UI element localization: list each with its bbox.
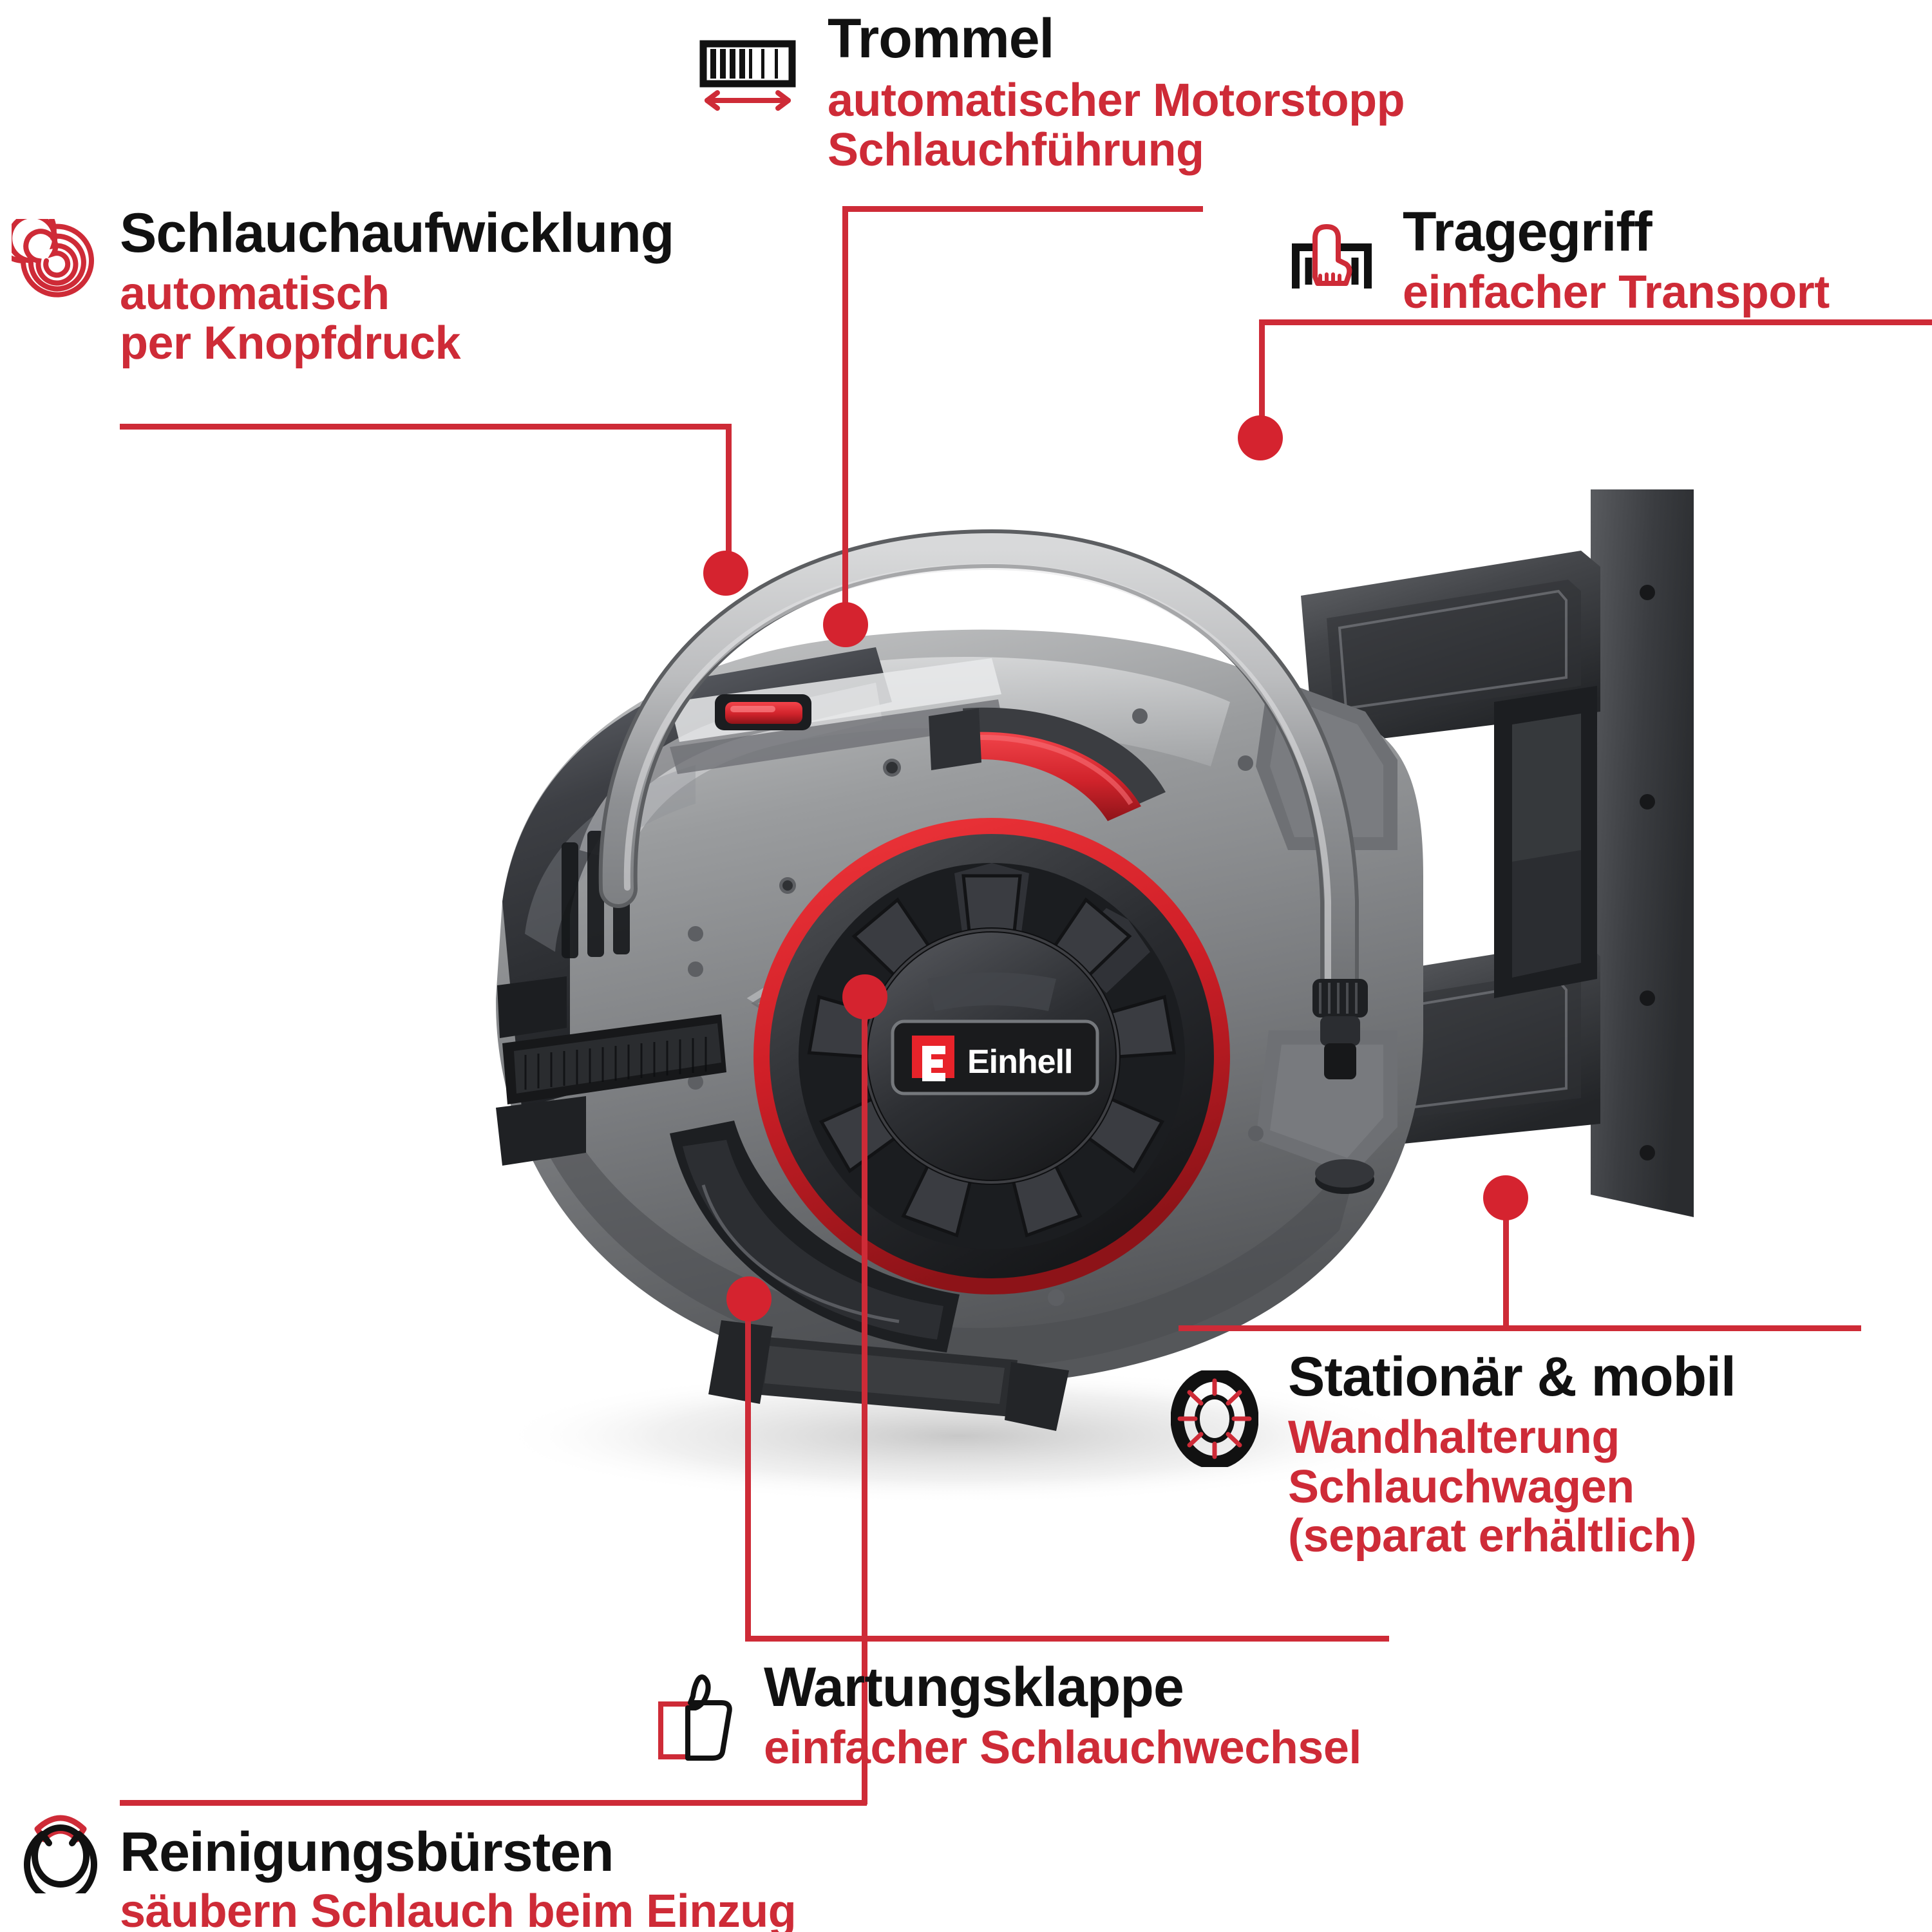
hotspot-dot-schlauchaufwicklung — [703, 551, 748, 596]
callout-trommel: Trommel automatischer Motorstopp Schlauc… — [828, 8, 1405, 176]
hand-grip-icon — [1287, 213, 1377, 293]
callout-sub-line-1-reinigungsbuersten: säubern Schlauch beim Einzug — [120, 1886, 797, 1932]
callout-sub-line-1-trommel: automatischer Motorstopp — [828, 75, 1405, 127]
hose-connector — [1312, 979, 1368, 1079]
spiral-icon — [0, 198, 95, 303]
wall-bracket — [1301, 489, 1694, 1217]
thumbs-up-icon — [650, 1668, 741, 1765]
base-foot — [708, 1320, 1069, 1431]
product-logo-plate: Einhell — [891, 1019, 1099, 1095]
callout-title-schlauchaufwicklung: Schlauchaufwicklung — [120, 202, 674, 264]
hotspot-dot-stationaer — [1483, 1175, 1528, 1220]
brush-ring-icon — [15, 1797, 106, 1904]
svg-text:Einhell: Einhell — [967, 1043, 1072, 1081]
callout-reinigungsbuersten: Reinigungsbürsten säubern Schlauch beim … — [120, 1821, 797, 1932]
callout-sub-line-3-stationaer-mobil: (separat erhältlich) — [1288, 1510, 1697, 1562]
hose — [598, 529, 1359, 1024]
callout-sub-line-1-wartungsklappe: einfacher Schlauchwechsel — [764, 1722, 1361, 1774]
callout-sub-line-1-tragegriff: einfacher Transport — [1403, 267, 1830, 319]
hotspot-dot-wartungsklappe — [726, 1276, 772, 1321]
callout-sub-line-1-schlauchaufwicklung: automatisch — [120, 268, 390, 320]
callout-title-trommel: Trommel — [828, 8, 1054, 70]
callout-wartungsklappe: Wartungsklappe einfacher Schlauchwechsel — [764, 1660, 1361, 1773]
callout-sub-line-2-schlauchaufwicklung: per Knopfdruck — [120, 317, 461, 369]
leader-line-schlauchaufwicklung-h — [120, 424, 732, 430]
leader-line-reinigungsbuersten-v — [862, 992, 867, 1804]
carry-handle — [929, 707, 1166, 821]
callout-sub-line-2-stationaer-mobil: Schlauchwagen — [1288, 1461, 1634, 1513]
leader-line-schlauchaufwicklung-v — [726, 424, 732, 572]
leader-line-wartungsklappe-v — [745, 1293, 751, 1638]
wheel-icon — [1170, 1368, 1259, 1470]
callout-schlauchaufwicklung: Schlauchaufwicklung automatisch per Knop… — [120, 202, 674, 369]
hotspot-dot-tragegriff — [1238, 415, 1283, 460]
leader-line-trommel-v — [842, 206, 848, 625]
leader-line-trommel-h — [842, 206, 1203, 212]
leader-line-stationaer-v — [1503, 1191, 1509, 1327]
drum-arrows-icon — [699, 40, 796, 117]
leader-line-reinigungsbuersten-h — [120, 1800, 867, 1806]
hose-drum: Einhell — [753, 818, 1230, 1294]
maintenance-flap — [670, 1121, 960, 1352]
callout-title-tragegriff: Tragegriff — [1403, 201, 1653, 263]
leader-line-tragegriff-v — [1259, 319, 1265, 434]
hotspot-dot-reinigungsbuersten — [842, 974, 887, 1019]
callout-sub-line-2-trommel: Schlauchführung — [828, 124, 1204, 176]
rewind-button — [715, 694, 811, 730]
leader-line-tragegriff-h — [1259, 319, 1932, 325]
callout-title-stationaer-mobil: Stationär & mobil — [1288, 1346, 1736, 1408]
callout-title-wartungsklappe: Wartungsklappe — [764, 1656, 1184, 1718]
leader-line-stationaer-h — [1179, 1325, 1861, 1331]
cleaning-brush-slot — [496, 976, 726, 1166]
leader-line-wartungsklappe-h — [745, 1636, 1389, 1642]
callout-tragegriff: Tragegriff einfacher Transport — [1403, 201, 1830, 319]
hotspot-dot-trommel — [823, 602, 868, 647]
callout-title-reinigungsbuersten: Reinigungsbürsten — [120, 1821, 614, 1883]
callout-stationaer-mobil: Stationär & mobil Wandhalterung Schlauch… — [1288, 1346, 1736, 1562]
callout-sub-line-1-stationaer-mobil: Wandhalterung — [1288, 1412, 1620, 1464]
